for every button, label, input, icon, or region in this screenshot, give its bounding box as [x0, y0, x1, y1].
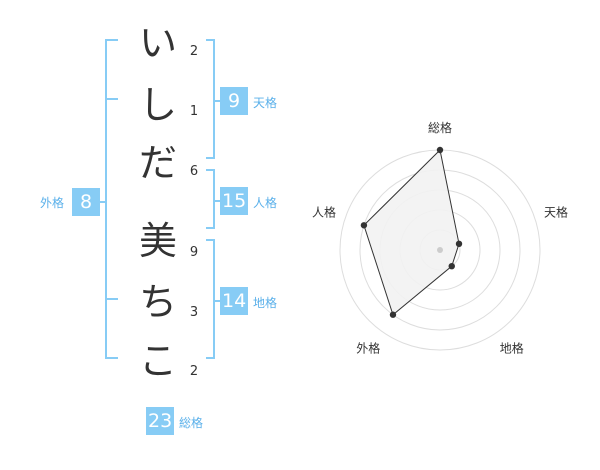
radar-axis-label-1: 総格: [428, 120, 452, 135]
name-char-4: 美: [138, 219, 177, 263]
chikaku-value: 14: [220, 287, 248, 315]
radar-point-2: [455, 240, 463, 248]
radar-point-1: [436, 146, 444, 154]
radar-point-4: [389, 311, 397, 318]
radar-axis-label-2: 天格: [544, 204, 568, 219]
chikaku-bracket: [206, 239, 215, 359]
stroke-count-2: 1: [189, 104, 199, 119]
jinkaku-label: 人格: [253, 196, 278, 210]
jinkaku-bracket: [206, 169, 215, 229]
name-char-2: し: [138, 83, 177, 127]
radar-axis-label-3: 地格: [500, 341, 524, 356]
name-char-1: い: [138, 21, 177, 65]
stroke-count-1: 2: [189, 44, 199, 59]
gaikaku-value: 8: [72, 188, 100, 216]
gaikaku-label: 外格: [40, 196, 65, 210]
name-char-3: だ: [138, 141, 177, 185]
soukaku-value: 23: [146, 407, 174, 435]
gaikaku-bracket: [105, 39, 118, 359]
radar-center-dot: [437, 247, 443, 253]
tenkaku-label: 天格: [253, 96, 278, 110]
radar-point-5: [360, 222, 368, 229]
name-char-6: こ: [138, 339, 177, 383]
stroke-count-6: 2: [189, 364, 199, 379]
stroke-count-4: 9: [189, 245, 199, 260]
radar-axis-label-5: 人格: [312, 204, 336, 219]
tenkaku-bracket: [206, 39, 215, 159]
radar-point-3: [448, 262, 455, 270]
tenkaku-value: 9: [220, 87, 248, 115]
radar-polygon: [363, 148, 460, 316]
soukaku-label: 総格: [179, 416, 204, 430]
stroke-count-3: 6: [189, 164, 199, 179]
stroke-count-5: 3: [189, 305, 199, 320]
jinkaku-value: 15: [220, 187, 248, 215]
radar-axis-label-4: 外格: [356, 341, 380, 356]
name-char-5: ち: [138, 280, 177, 324]
chikaku-label: 地格: [253, 296, 278, 310]
